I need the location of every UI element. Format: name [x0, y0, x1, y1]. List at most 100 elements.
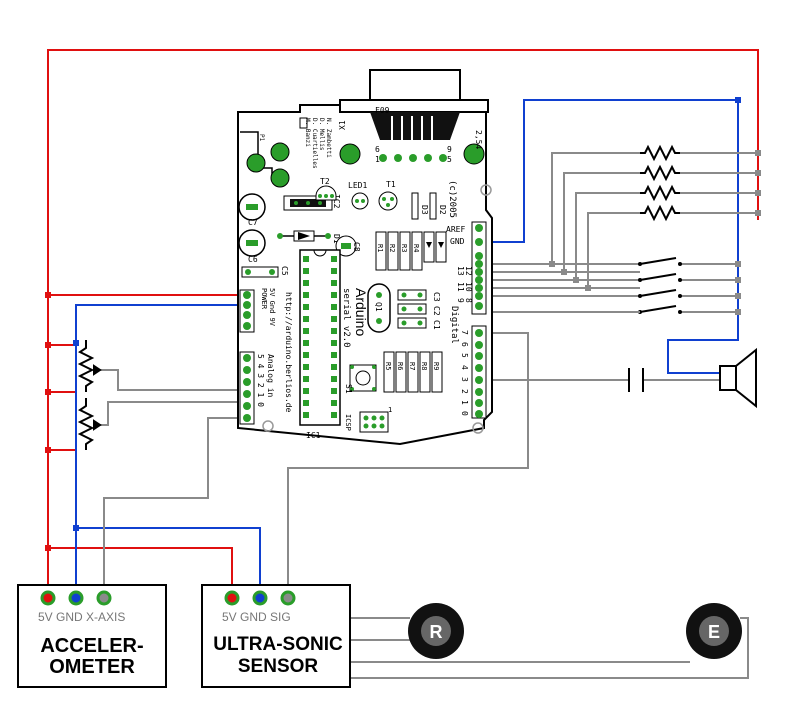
motor-right-label: R	[430, 622, 443, 642]
pin-4: 4	[460, 365, 469, 370]
author-box	[299, 117, 308, 129]
r1-label: R1	[376, 244, 384, 252]
red-junction-dots	[45, 292, 51, 551]
board-subtitle: serial v2.0	[341, 288, 351, 348]
pin-12: 12	[464, 266, 473, 276]
accelerometer-title-1: ACCELER-	[40, 635, 143, 657]
digital-label: Digital	[449, 306, 459, 344]
accelerometer-pins: 5V GND X-AXIS	[38, 610, 125, 624]
pin-6: 6	[460, 342, 469, 347]
pin-label-1: 1	[375, 155, 380, 164]
author-3: D. Mellis	[318, 118, 325, 151]
pin-3: 3	[460, 377, 469, 382]
power-label: POWER	[260, 288, 268, 310]
digital-pin-numbers: 13 12 7 6 5 4 3 2 1 0 11 10 9 8	[456, 266, 473, 416]
d3-label: D3	[420, 205, 429, 215]
gray-signal-wires	[100, 152, 758, 679]
r2-label: R2	[388, 244, 396, 252]
led1-label: LED1	[348, 181, 367, 190]
q1-label: Q1	[374, 302, 383, 312]
d1-label: D1	[332, 234, 341, 244]
icsp-pin-one: 1	[388, 406, 392, 414]
pin-10: 10	[464, 282, 473, 292]
ultrasonic-pins: 5V GND SIG	[222, 610, 291, 624]
d2-label: D2	[438, 205, 447, 215]
c5-label: C5	[280, 266, 289, 276]
ic2-label: IC2	[332, 194, 341, 209]
pin-label-5: 5	[447, 155, 452, 164]
icsp-label: ICSP	[344, 414, 352, 431]
diode-d3	[411, 192, 419, 220]
potentiometers	[77, 340, 102, 450]
c2-label: C2	[432, 306, 441, 316]
board-name: Arduino	[353, 288, 369, 336]
analog-header	[239, 351, 255, 425]
gnd-label: GND	[450, 237, 465, 246]
accelerometer-module	[17, 584, 167, 688]
aref-label: AREF	[446, 225, 465, 234]
transistor-t2	[315, 185, 337, 201]
db9-serial-connector	[339, 69, 489, 165]
pin-label-6: 6	[375, 145, 380, 154]
icsp-header	[359, 411, 389, 433]
ultrasonic-title-1: ULTRA-SONIC	[213, 634, 343, 655]
power-jack	[240, 131, 290, 188]
ic1-label: IC1	[306, 431, 321, 440]
led-1	[351, 192, 369, 210]
pin-13: 13	[456, 266, 465, 276]
resistors-r1-r4	[375, 231, 447, 271]
gray-junction-dots	[549, 150, 761, 315]
accelerometer-title-2: OMETER	[49, 656, 135, 678]
r7-label: R7	[408, 362, 416, 370]
pin-2: 2	[460, 389, 469, 394]
capacitor-c5	[241, 266, 279, 278]
version-label: 2,54	[474, 130, 483, 149]
pin-1: 1	[460, 400, 469, 405]
diode-d1	[277, 230, 331, 242]
pin-0: 0	[460, 411, 469, 416]
motor-left-label: E	[708, 622, 720, 642]
year-label: (c)2005	[447, 180, 457, 218]
capacitors-c1-c3	[397, 289, 427, 329]
pin-8: 8	[464, 298, 473, 303]
analog-label: Analog in	[266, 354, 275, 398]
pin-7: 7	[460, 330, 469, 335]
reset-button-s1	[349, 364, 377, 392]
p1-label: P1	[258, 134, 265, 142]
blue-junction-dots	[73, 97, 741, 531]
r6-label: R6	[396, 362, 404, 370]
r4-label: R4	[412, 244, 420, 252]
pullup-resistors	[640, 144, 680, 222]
c6-label: C6	[248, 255, 258, 264]
author-1: M. Banzi	[304, 118, 311, 147]
crystal-q1	[367, 283, 391, 333]
blue-gnd-wires	[75, 99, 739, 595]
pin-5: 5	[460, 353, 469, 358]
c8-label: C8	[352, 242, 361, 252]
ic1-pins	[303, 256, 337, 418]
c3-label: C3	[432, 292, 441, 302]
motor-right	[408, 603, 464, 659]
capacitor-c8	[335, 235, 357, 257]
microcontroller-ic1	[299, 249, 341, 426]
red-5v-wires	[47, 49, 759, 595]
r5-label: R5	[384, 362, 392, 370]
capacitor-c6	[238, 229, 266, 257]
digital-header	[471, 221, 487, 419]
capacitor-c7	[238, 193, 266, 221]
power-header	[239, 289, 255, 333]
ultrasonic-module	[201, 584, 351, 688]
c7-label: C7	[248, 218, 258, 227]
pin-9: 9	[456, 298, 465, 303]
resistors-r5-r9	[383, 351, 443, 393]
x1-label: X1	[338, 120, 347, 130]
pin-label-9: 9	[447, 145, 452, 154]
diode-d2	[429, 192, 437, 220]
analog-pins-label: 5 4 3 2 1 0	[256, 354, 265, 407]
pin-11: 11	[456, 282, 465, 292]
author-2: D. Cuartielles	[311, 118, 318, 169]
speaker-icon	[719, 347, 757, 409]
authors-block: M. Banzi D. Cuartielles D. Mellis N. Zam…	[304, 118, 332, 169]
motor-left	[686, 603, 742, 659]
